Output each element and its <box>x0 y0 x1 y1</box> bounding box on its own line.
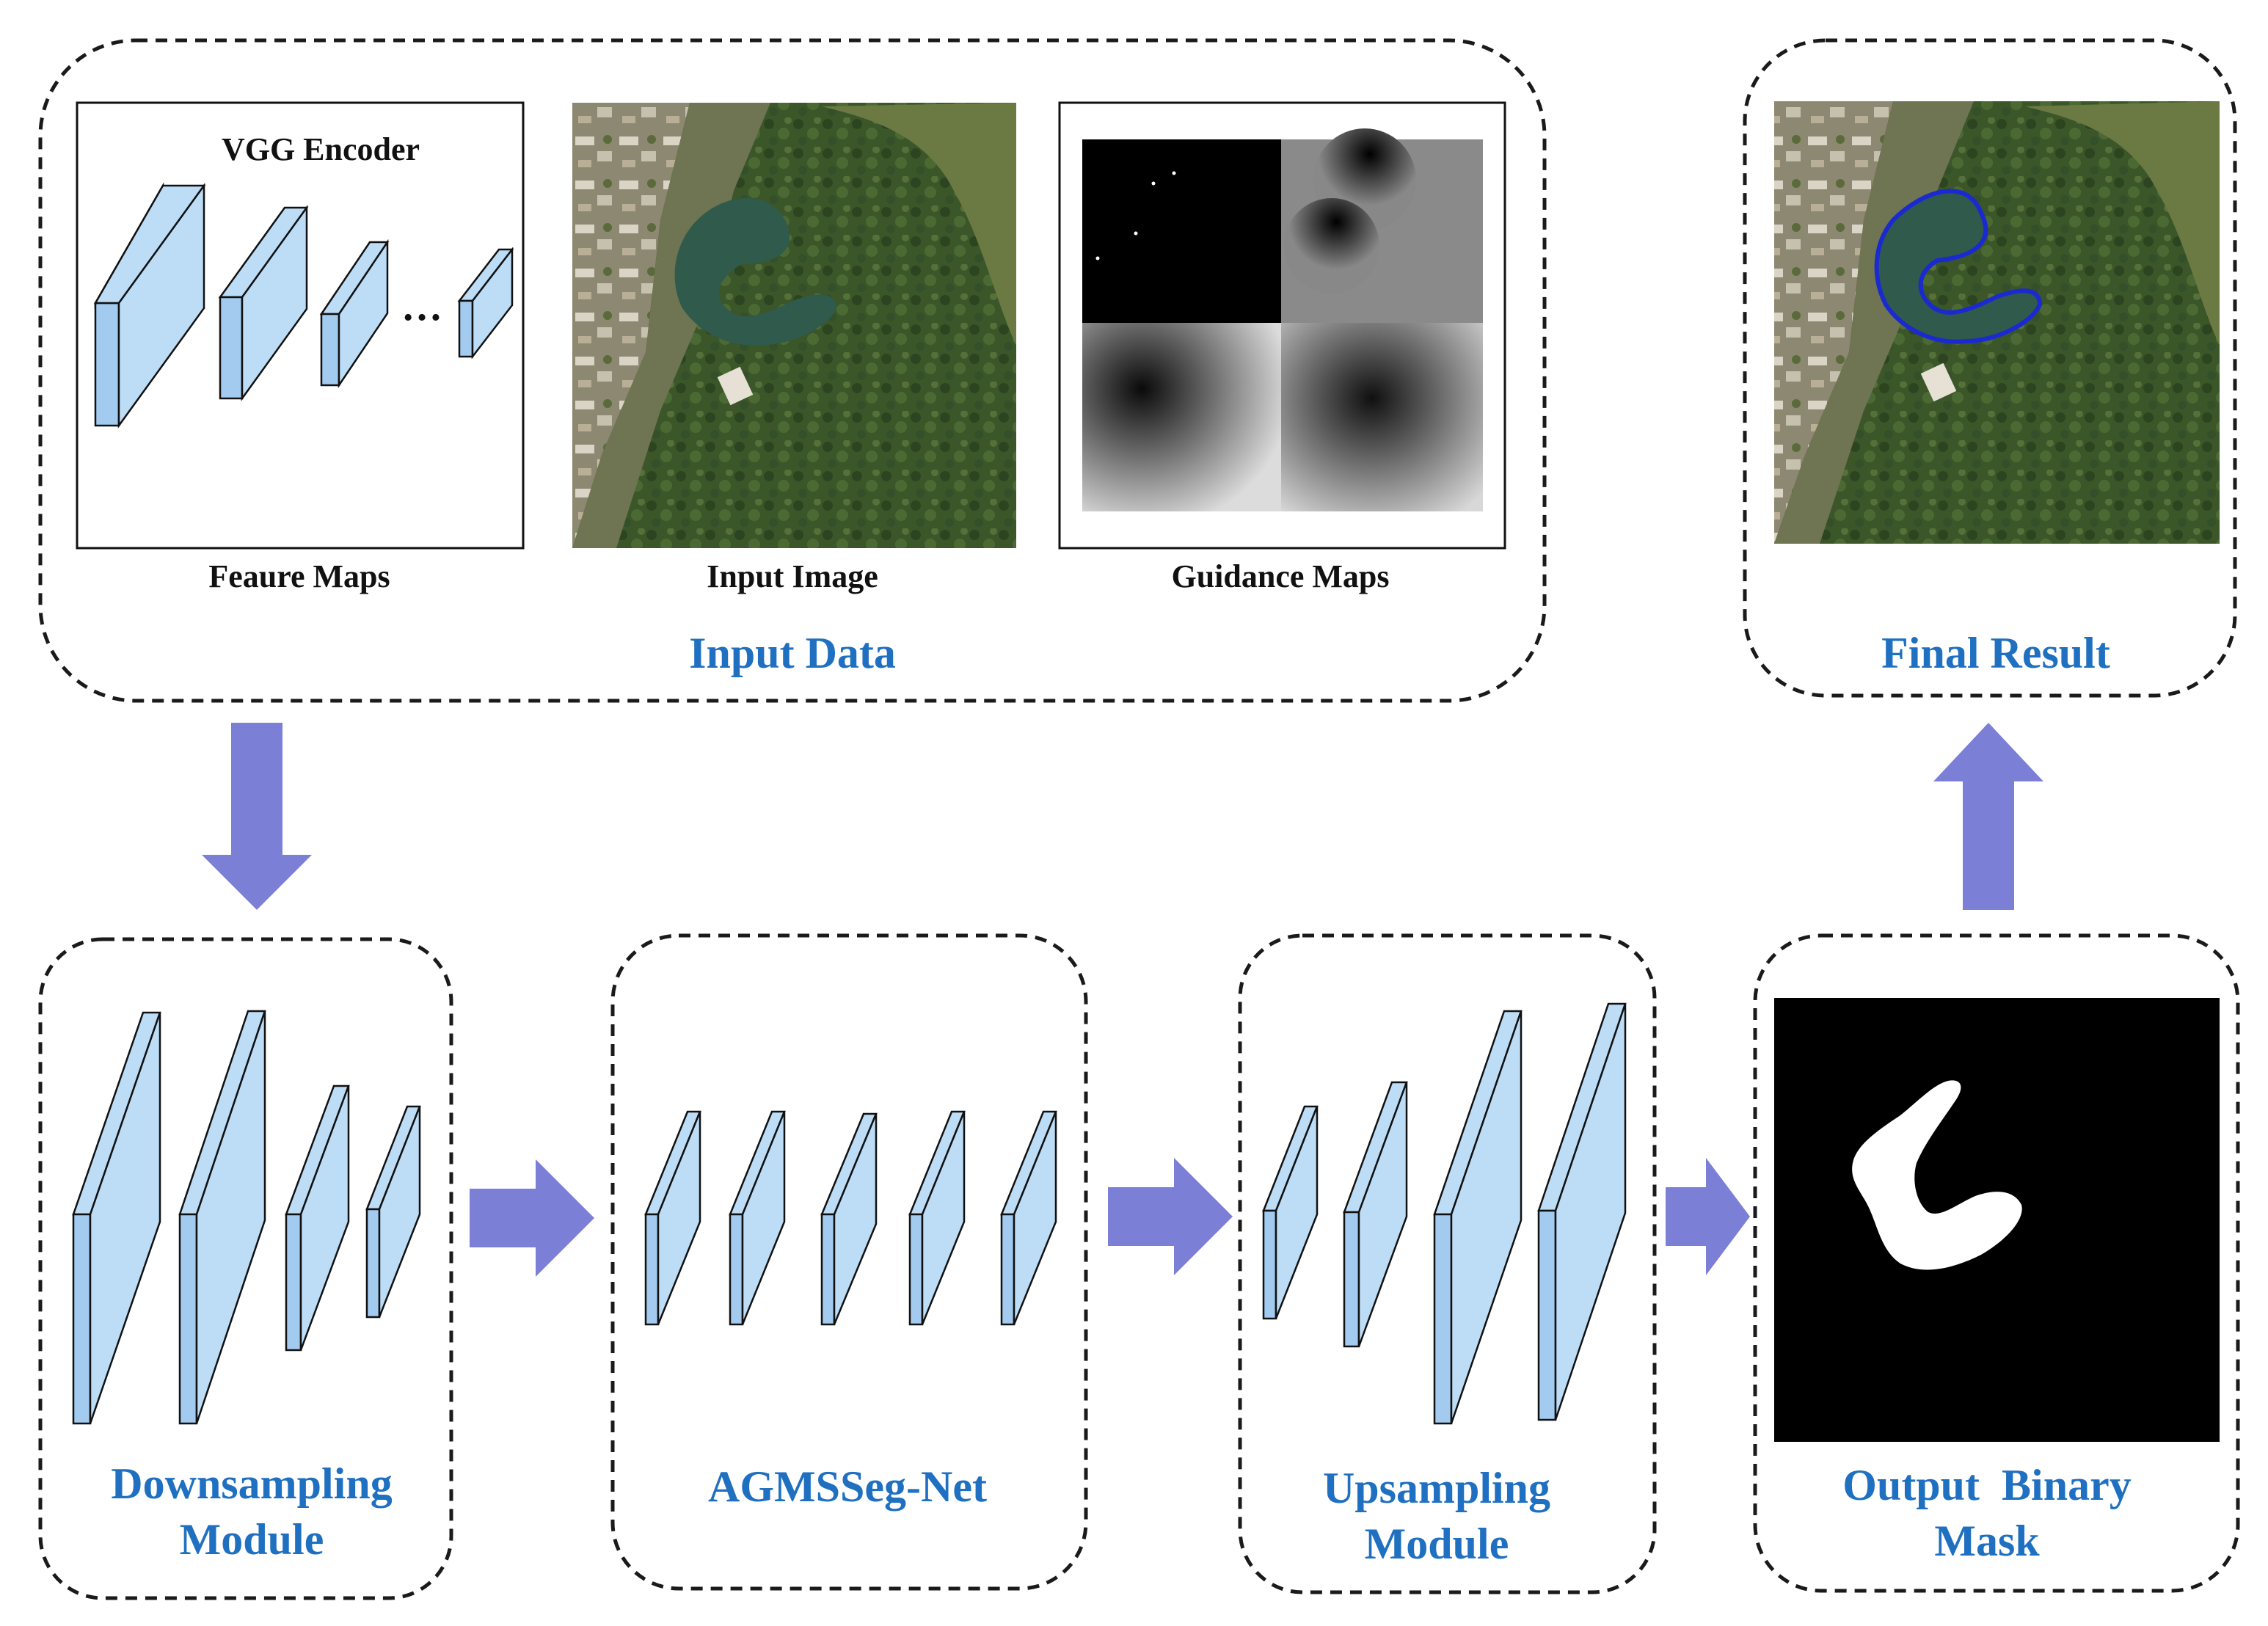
upsampling-layers <box>1262 1002 1627 1425</box>
input-aerial-image <box>572 103 1016 548</box>
upsampling-module: Upsampling Module <box>1238 933 1657 1594</box>
lake-contour <box>1874 189 2043 344</box>
guidance-map-distance <box>1281 128 1483 323</box>
input-data-title: Input Data <box>689 629 896 677</box>
output-binary-mask-module: Output Binary Mask <box>1753 933 2240 1593</box>
output-mask-border <box>1753 933 2240 1593</box>
downsampling-border <box>38 937 453 1600</box>
agmsseg-net-module: AGMSSeg-Net <box>610 933 1088 1591</box>
agmsseg-layer <box>729 1110 786 1326</box>
guidance-maps-caption: Guidance Maps <box>1171 558 1389 594</box>
up-arrow-icon <box>1933 723 2043 910</box>
agmsseg-title: AGMSSeg-Net <box>708 1462 987 1511</box>
binary-mask-shape <box>1852 1080 2022 1270</box>
guidance-map-points <box>1082 139 1281 323</box>
output-mask-title-line1: Output Binary <box>1842 1461 2131 1509</box>
encoder-layer <box>319 238 390 389</box>
downsampling-layer <box>72 1011 161 1425</box>
upsampling-title-line1: Upsampling <box>1323 1464 1550 1512</box>
guidance-maps-panel: Guidance Maps <box>1058 101 1506 594</box>
right-arrow-icon <box>1666 1158 1750 1275</box>
downsampling-layer <box>365 1105 421 1319</box>
output-mask-title-line2: Mask <box>1934 1517 2040 1565</box>
upsampling-layer <box>1433 1010 1523 1425</box>
guidance-map-geodesic-a <box>1082 323 1281 511</box>
right-arrow-icon <box>470 1159 594 1277</box>
upsampling-border <box>1238 933 1657 1594</box>
guidance-map-geodesic-b <box>1281 323 1483 511</box>
agmsseg-layer <box>820 1112 878 1326</box>
final-result-group: Final Result <box>1743 38 2237 698</box>
downsampling-layers <box>72 1010 421 1425</box>
agmsseg-border <box>610 933 1088 1591</box>
input-image-caption: Input Image <box>707 558 878 594</box>
final-result-title: Final Result <box>1881 629 2110 677</box>
vgg-encoder-layers: … <box>93 182 514 429</box>
down-arrow-icon <box>202 723 312 910</box>
feature-maps-panel: VGG Encoder <box>76 101 525 594</box>
agmsseg-layer <box>1000 1110 1057 1326</box>
right-arrow-icon <box>1108 1158 1233 1275</box>
upsampling-layer <box>1537 1002 1627 1421</box>
vgg-encoder-title: VGG Encoder <box>222 131 420 167</box>
agmsseg-layer <box>644 1110 701 1326</box>
encoder-layer <box>93 182 206 429</box>
agmsseg-layers <box>644 1110 1057 1326</box>
downsampling-title-line2: Module <box>180 1515 324 1564</box>
input-data-border <box>38 38 1547 703</box>
upsampling-layer <box>1343 1081 1408 1348</box>
lake <box>674 198 836 346</box>
downsampling-layer <box>178 1010 266 1425</box>
downsampling-layer <box>285 1084 350 1352</box>
ellipsis: … <box>401 284 442 329</box>
final-result-border <box>1743 38 2237 698</box>
input-image-panel: Input Image <box>572 103 1016 594</box>
downsampling-title-line1: Downsampling <box>111 1459 392 1508</box>
upsampling-layer <box>1262 1105 1319 1320</box>
upsampling-title-line2: Module <box>1365 1520 1509 1568</box>
agmsseg-layer <box>908 1110 966 1326</box>
encoder-layer <box>457 247 514 360</box>
downsampling-module: Downsampling Module <box>38 937 453 1600</box>
encoder-layer <box>218 205 309 401</box>
final-result-image <box>1774 101 2220 544</box>
feature-maps-caption: Feaure Maps <box>208 558 390 594</box>
input-data-group: VGG Encoder <box>38 38 1547 703</box>
